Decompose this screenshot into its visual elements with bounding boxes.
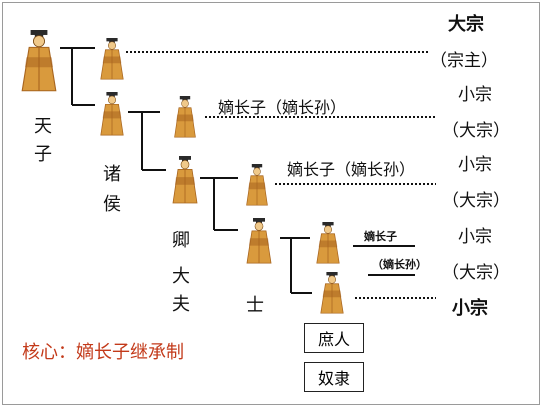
label-xiaozong-bottom: 小宗 <box>452 298 488 319</box>
label-di-zhangsun-4: （嫡长孙） <box>372 258 427 271</box>
label-di-zhangzi-3: 嫡长子（嫡长孙） <box>287 160 416 179</box>
core-statement: 核心：嫡长子继承制 <box>22 342 184 363</box>
figure-dafu <box>246 218 272 264</box>
figure-qing-sub <box>246 164 268 206</box>
figure-zhuhou <box>100 92 124 136</box>
rank-dafu-1: 大 <box>172 266 190 287</box>
box-nuli: 奴隶 <box>304 362 364 392</box>
figure-zhuhou-sub <box>174 96 196 138</box>
diagram-frame <box>2 2 540 405</box>
label-xiaozong-1: 小宗 <box>458 85 492 105</box>
box-shuren: 庶人 <box>304 323 364 353</box>
label-dazong-top: 大宗 <box>448 14 484 35</box>
rank-dafu-2: 夫 <box>172 294 190 315</box>
label-xiaozong-3: 小宗 <box>458 227 492 247</box>
rank-qing: 卿 <box>172 230 190 251</box>
figure-tianzi <box>21 30 57 92</box>
rank-tianzi-2: 子 <box>34 144 52 165</box>
rank-tianzi-1: 天 <box>34 116 52 137</box>
label-zongzhu: （宗主） <box>430 51 498 71</box>
figure-zhuhou-top <box>100 38 124 80</box>
figure-qing <box>172 156 198 204</box>
label-xiaozong-2: 小宗 <box>458 155 492 175</box>
rank-zhuhou-2: 侯 <box>103 194 121 215</box>
label-di-zhangzi-4: 嫡长子 <box>364 230 397 243</box>
rank-zhuhou-1: 诸 <box>103 164 121 185</box>
figure-shi <box>320 272 344 314</box>
label-dazong-2: （大宗） <box>442 121 510 141</box>
label-dazong-3: （大宗） <box>442 191 510 211</box>
label-dazong-4: （大宗） <box>442 263 510 283</box>
label-di-zhangzi-2: 嫡长子（嫡长孙） <box>218 98 347 117</box>
figure-shi-top <box>316 222 340 264</box>
rank-shi: 士 <box>246 295 264 316</box>
